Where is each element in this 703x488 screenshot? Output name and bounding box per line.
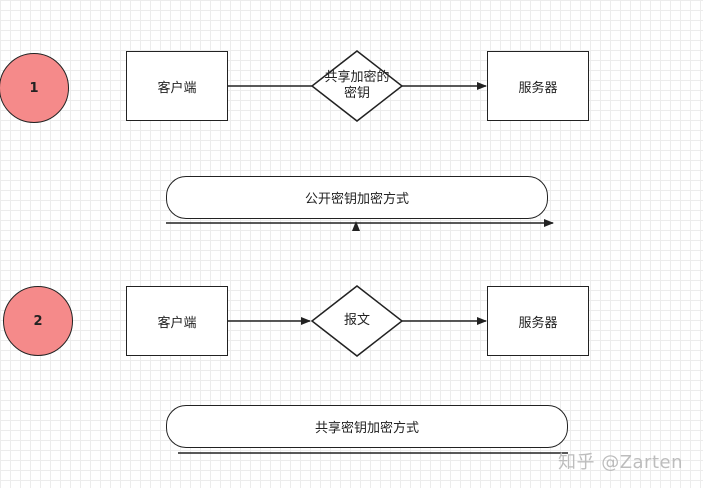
shared-key-line2: 密钥: [343, 86, 370, 101]
server-box-2: 服务器: [487, 286, 589, 356]
step-1-circle: 1: [0, 53, 69, 123]
message-text: 报文: [343, 313, 370, 328]
up-pointer-1: [352, 221, 360, 231]
diamond-message: [310, 285, 404, 357]
method-pill-1: 公开密钥加密方式: [166, 176, 548, 219]
step-2-number: 2: [33, 313, 43, 329]
server-label-2: 服务器: [518, 315, 558, 331]
watermark: 知乎 @Zarten: [557, 452, 683, 473]
client-label-2: 客户端: [157, 315, 197, 331]
client-box-2: 客户端: [126, 286, 228, 356]
step-1-number: 1: [29, 80, 39, 96]
shared-key-line1: 共享加密的: [324, 70, 390, 85]
client-box-1: 客户端: [126, 51, 228, 121]
method-label-2: 共享密钥加密方式: [314, 421, 419, 436]
server-label-1: 服务器: [518, 80, 558, 96]
step-2-circle: 2: [3, 286, 73, 356]
shared-key-label: 共享加密的 密钥: [312, 70, 402, 102]
diamond-shared-key: [310, 50, 404, 122]
client-label-1: 客户端: [157, 80, 197, 96]
message-label: 报文: [312, 305, 402, 337]
server-box-1: 服务器: [487, 51, 589, 121]
method-pill-2: 共享密钥加密方式: [166, 405, 568, 448]
method-label-1: 公开密钥加密方式: [304, 192, 409, 207]
